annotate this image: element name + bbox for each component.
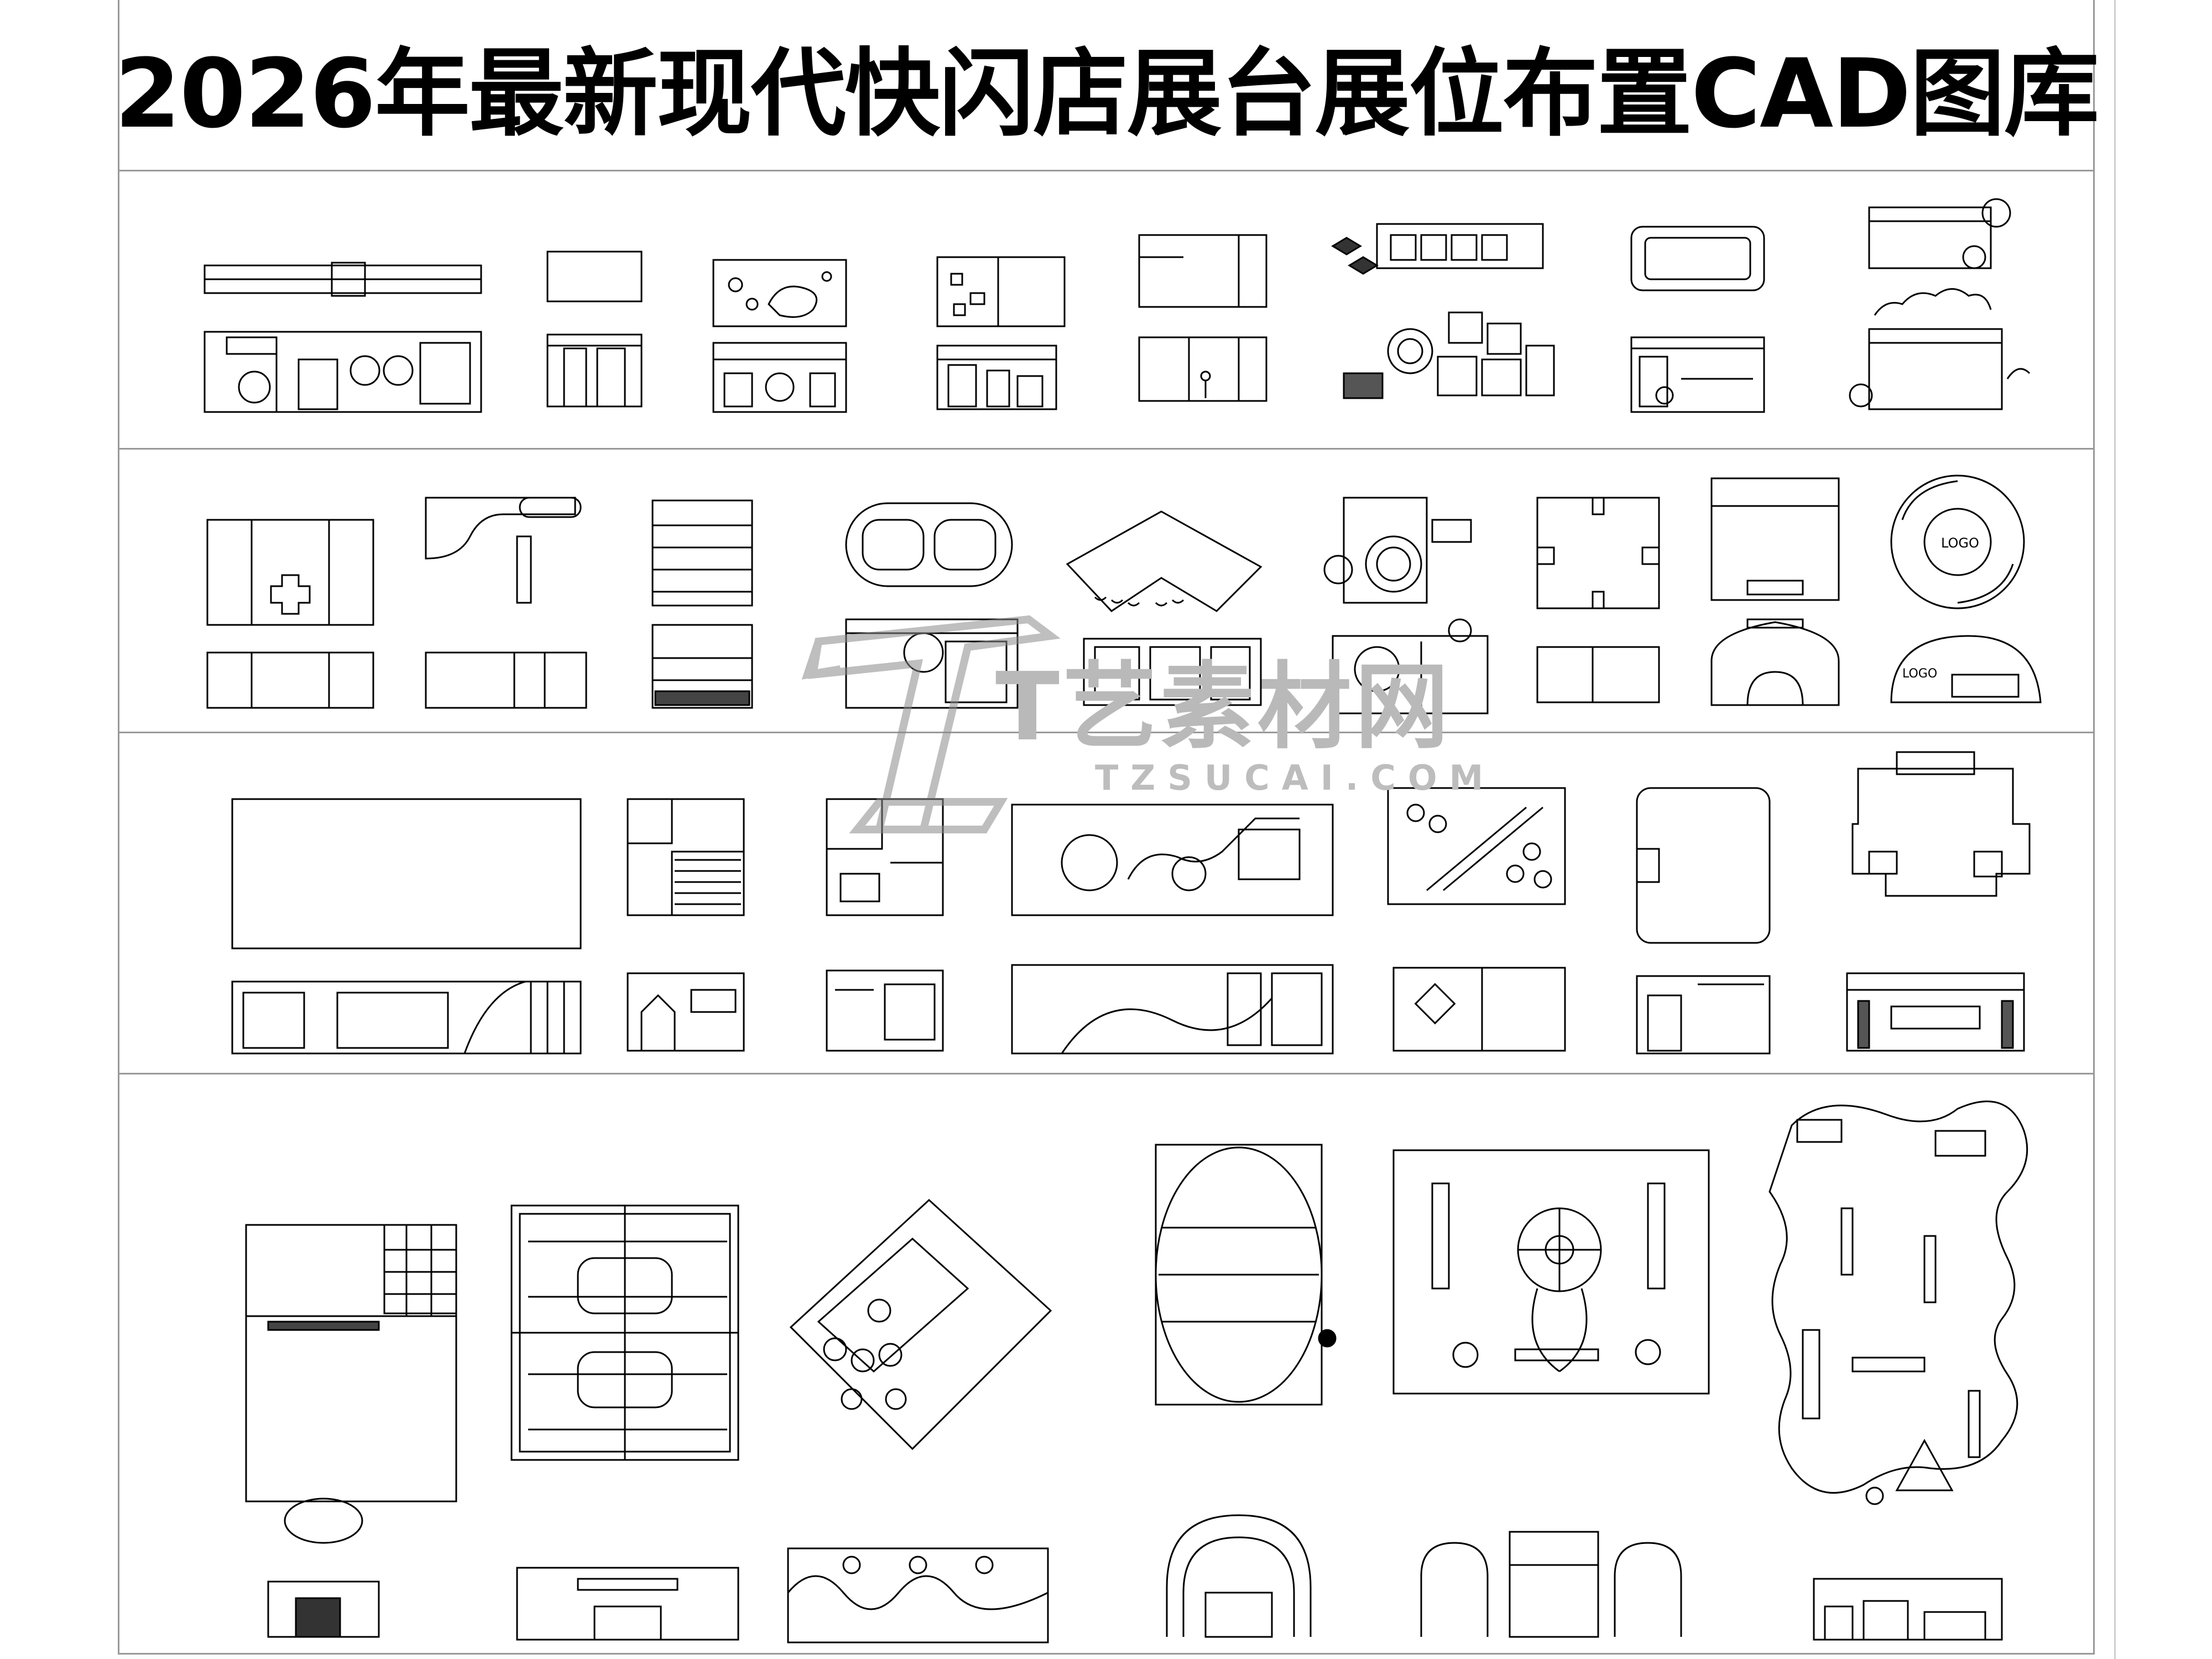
row-divider [118,732,2095,733]
cad-drawing-booth [651,499,753,709]
cad-drawing-booth [245,1224,457,1638]
cad-drawing-booth [1011,804,1334,1055]
cad-drawing-booth [1536,497,1660,703]
cad-drawing-booth [206,519,374,709]
cad-drawing-booth [1331,223,1555,399]
cad-drawing-booth [231,798,582,1055]
cad-drawing-booth [627,798,745,1052]
drawing-sheet-frame [118,0,2095,1655]
viewport-edge-line [2114,0,2116,1659]
cad-drawing-booth [1636,787,1771,1055]
watermark-url: TZSUCAI.COM [1095,758,1496,798]
cad-drawing-booth [1138,234,1267,402]
cad-drawing-booth [787,1198,1052,1644]
cad-drawing-booth [1155,1144,1337,1638]
logo-label: LOGO [1941,535,1979,551]
cad-drawing-booth [1630,226,1765,413]
cad-drawing-booth [1392,1149,1710,1638]
cad-drawing-booth [1323,497,1489,714]
watermark-brand: T艺素材网 [995,653,1452,762]
row-divider [118,1073,2095,1074]
cad-drawing-booth [1066,510,1262,706]
cad-drawing-booth [204,262,482,413]
cad-drawing-booth [1387,787,1566,1052]
cad-drawing-booth [1846,751,2031,1052]
cad-drawing-booth [1768,1100,2028,1641]
cad-drawing-booth [712,259,847,413]
cad-drawing-booth [425,497,587,709]
logo-label: LOGO [1902,667,1937,681]
cad-drawing-booth [1710,477,1840,706]
cad-drawing-booth [546,251,643,408]
page-title: 2026年最新现代快闪店展台展位布置CAD图库 [114,38,2099,149]
cad-drawing-booth [845,502,1019,709]
cad-drawing-booth [510,1204,739,1641]
cad-drawing-booth [936,256,1066,410]
watermark-logo-icon [801,615,1061,833]
cad-drawing-booth: LOGO LOGO [1890,474,2042,703]
cad-drawing-booth [1849,198,2031,410]
row-divider [118,448,2095,450]
title-band: 2026年最新现代快闪店展台展位布置CAD图库 [114,0,2099,171]
